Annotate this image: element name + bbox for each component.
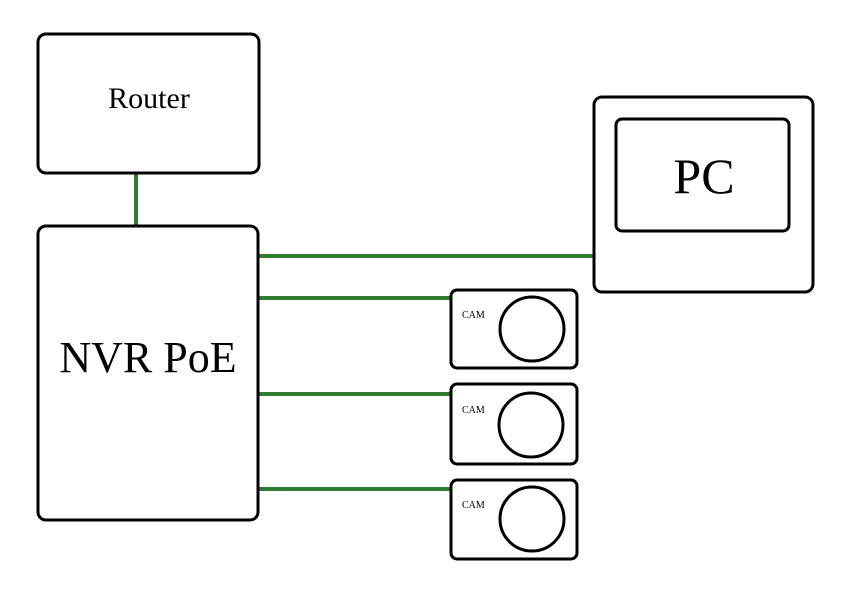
camera-label: CAM — [462, 405, 485, 416]
nvr-node: NVR PoE — [36, 224, 260, 522]
nvr-label: NVR PoE — [59, 333, 236, 382]
camera-node: CAM — [449, 382, 579, 466]
camera-label: CAM — [462, 310, 485, 321]
camera-lens-icon — [498, 295, 566, 363]
pc-node: PC — [592, 95, 815, 294]
pc-screen — [614, 117, 791, 233]
router-node: Router — [36, 32, 261, 175]
camera-lens-icon — [498, 485, 566, 553]
pc-label: PC — [673, 148, 734, 204]
camera-lens-icon — [497, 391, 565, 459]
camera-node: CAM — [449, 478, 579, 561]
router-label: Router — [108, 82, 190, 115]
router-box — [36, 32, 261, 175]
nvr-box — [36, 224, 260, 522]
camera-label: CAM — [462, 500, 485, 511]
camera-node: CAM — [449, 288, 579, 370]
